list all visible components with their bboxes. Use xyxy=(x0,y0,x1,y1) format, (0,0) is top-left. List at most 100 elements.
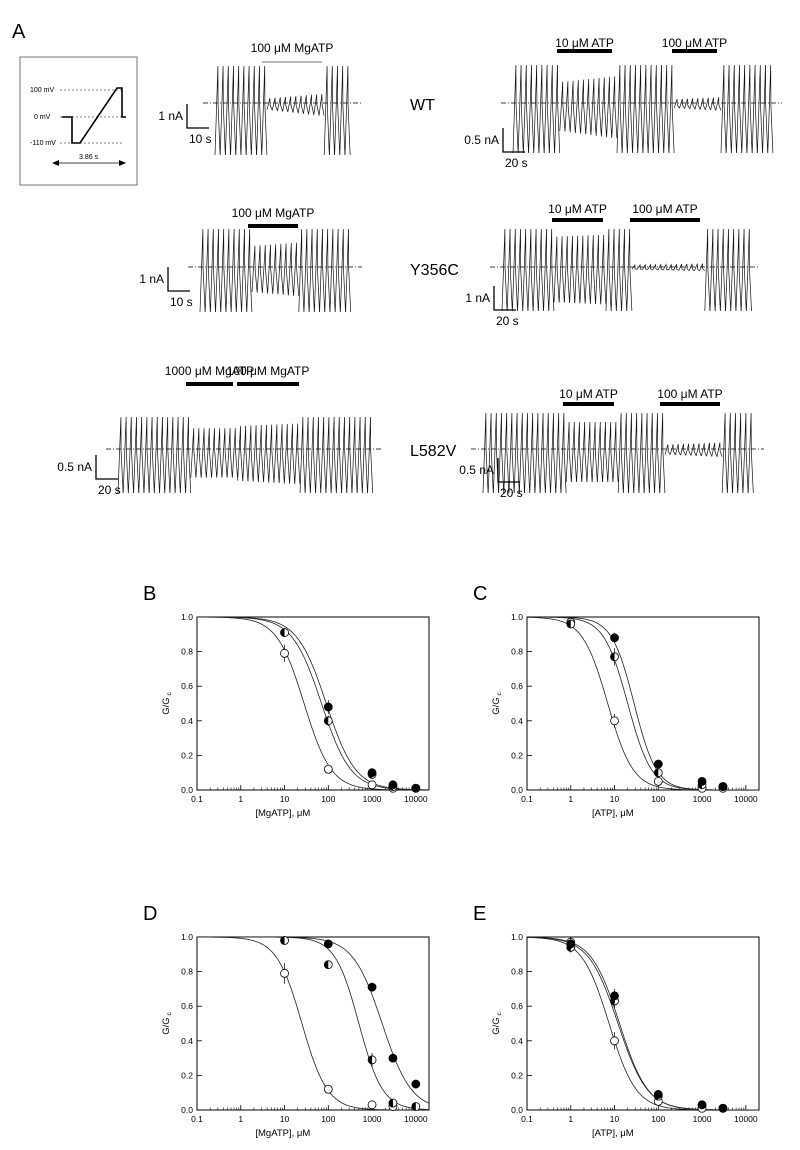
data-point-half-fill xyxy=(566,619,571,628)
protocol-label-100mv: 100 mV xyxy=(30,87,54,94)
panel-letter-d: D xyxy=(143,903,157,925)
data-point-filled xyxy=(610,991,619,1001)
protocol-frame xyxy=(19,56,138,186)
data-point-half-fill xyxy=(411,1102,416,1111)
scale-time-label: 10 s xyxy=(189,132,212,146)
y-tick-label: 1.0 xyxy=(511,932,523,942)
y-tick-label: 0.8 xyxy=(511,967,523,977)
current-trace xyxy=(199,228,352,313)
protocol-arrowhead-right xyxy=(119,160,126,166)
plot-frame xyxy=(196,936,430,1111)
data-point-filled xyxy=(367,982,377,992)
x-tick-label: 100 xyxy=(651,1114,665,1124)
y-tick-label: 0.6 xyxy=(511,1001,523,1011)
fit-curve-open xyxy=(527,617,759,790)
x-axis-label: [MgATP], μM xyxy=(255,1128,310,1139)
x-tick-label: 10000 xyxy=(404,1114,428,1124)
data-point-open xyxy=(323,1084,333,1094)
scale-bar xyxy=(167,267,190,292)
current-trace xyxy=(214,65,351,156)
data-point-open xyxy=(610,716,619,726)
y-tick-label: 0.0 xyxy=(181,785,193,795)
x-tick-label: 0.1 xyxy=(521,1114,533,1124)
data-point-filled xyxy=(610,633,619,643)
data-point-filled xyxy=(653,1090,663,1099)
scale-current-label: 0.5 nA xyxy=(459,463,494,477)
y-axis-label-subscript: c xyxy=(496,692,503,698)
scale-time-label: 20 s xyxy=(505,156,528,170)
y-tick-label: 0.0 xyxy=(511,785,523,795)
x-tick-label: 1 xyxy=(568,794,573,804)
panel-letter-e: E xyxy=(473,903,486,925)
panel-letter-b: B xyxy=(143,583,156,605)
y-axis-label: G/G c xyxy=(161,1012,173,1035)
data-point-filled xyxy=(697,1100,707,1110)
protocol-duration-label: 3.86 s xyxy=(79,154,99,161)
y-axis-label-subscript: c xyxy=(496,1012,503,1018)
x-tick-label: 0.1 xyxy=(191,794,203,804)
scale-bar xyxy=(493,286,516,311)
y-tick-label: 0.6 xyxy=(181,681,193,691)
x-tick-label: 10000 xyxy=(734,794,758,804)
scale-bar xyxy=(186,104,209,129)
x-tick-label: 1000 xyxy=(693,794,712,804)
data-point-filled xyxy=(697,776,707,786)
x-tick-label: 100 xyxy=(651,794,665,804)
y-tick-label: 0.2 xyxy=(181,750,193,760)
data-point-filled xyxy=(411,1079,421,1089)
y-tick-label: 0.8 xyxy=(181,647,193,657)
y-tick-label: 0.2 xyxy=(511,1070,523,1080)
y-tick-label: 0.2 xyxy=(181,1070,193,1080)
y-tick-label: 1.0 xyxy=(511,612,523,622)
data-point-open xyxy=(280,648,289,658)
x-tick-label: 1 xyxy=(238,1114,243,1124)
y-tick-label: 0.4 xyxy=(181,1036,193,1046)
scale-time-label: 20 s xyxy=(500,486,523,500)
data-point-half-fill xyxy=(280,628,285,637)
genotype-label-l582v: L582V xyxy=(410,443,457,460)
fit-curve-half xyxy=(197,937,429,1110)
data-point-filled xyxy=(653,759,663,769)
data-point-open xyxy=(367,780,377,790)
y-tick-label: 0.4 xyxy=(511,1036,523,1046)
y-tick-label: 0.2 xyxy=(511,750,523,760)
current-trace xyxy=(117,416,374,494)
y-tick-label: 0.8 xyxy=(511,647,523,657)
protocol-arrowhead-left xyxy=(52,160,59,166)
x-tick-label: 10 xyxy=(280,1114,290,1124)
data-point-half-fill xyxy=(324,960,329,969)
scale-current-label: 1 nA xyxy=(465,291,490,305)
fit-curve-open xyxy=(197,617,429,790)
x-axis-label: [MgATP], μM xyxy=(255,808,310,819)
data-point-filled xyxy=(388,1053,398,1063)
fit-curve-open xyxy=(197,937,429,1110)
y-tick-label: 0.0 xyxy=(181,1105,193,1115)
scale-current-label: 0.5 nA xyxy=(464,133,499,147)
plot-frame xyxy=(196,616,430,791)
x-tick-label: 10 xyxy=(280,794,290,804)
x-tick-label: 10 xyxy=(610,794,620,804)
scale-time-label: 10 s xyxy=(170,295,193,309)
y-axis-label: G/G c xyxy=(491,692,503,715)
y-tick-label: 0.0 xyxy=(511,1105,523,1115)
protocol-waveform xyxy=(62,87,126,144)
data-point-half-fill xyxy=(610,652,615,661)
data-point-filled xyxy=(323,939,333,949)
data-point-filled xyxy=(718,782,728,791)
application-label: 100 μM ATP xyxy=(657,387,722,401)
data-point-filled xyxy=(388,780,398,790)
fit-curve-filled xyxy=(527,617,759,790)
x-tick-label: 100 xyxy=(321,794,335,804)
data-point-filled xyxy=(323,702,333,712)
current-trace xyxy=(501,228,752,312)
x-tick-label: 1000 xyxy=(693,1114,712,1124)
scale-current-label: 1 nA xyxy=(139,272,164,286)
x-tick-label: 100 xyxy=(321,1114,335,1124)
